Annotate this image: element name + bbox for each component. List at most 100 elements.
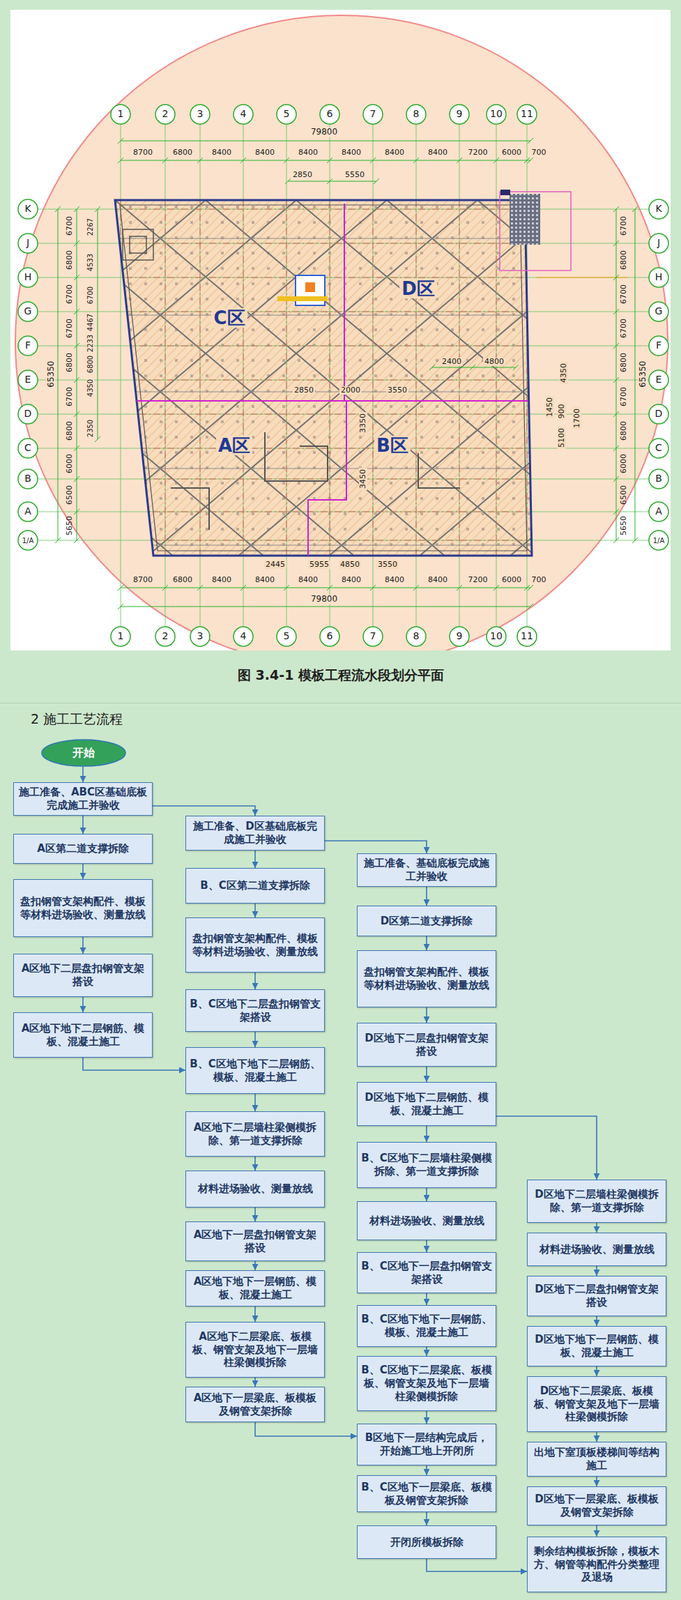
dimension-line — [370, 157, 376, 164]
axis-bubble — [449, 104, 470, 125]
plan-graphic — [119, 204, 527, 551]
axis-number: E — [655, 374, 663, 385]
axis-line — [37, 414, 649, 415]
process-box: B、C区地下地下一层钢筋、模板、混凝土施工 — [356, 1304, 497, 1347]
dimension-text: 6800 — [172, 148, 193, 157]
process-box: B、C区地下二层墙柱梁侧模拆除、第一道支撑拆除 — [356, 1141, 497, 1188]
axis-line — [37, 478, 649, 480]
dimension-total: 65350 — [46, 359, 56, 389]
process-box: A区地下地下二层钢筋、模板、混凝土施工 — [13, 1012, 153, 1058]
box-text: D区地下二层盘扣钢管支架搭设 — [361, 1031, 493, 1059]
axis-bubble — [648, 267, 669, 288]
dimension-text: 700 — [531, 148, 547, 157]
dimension-text: 2350 — [86, 417, 95, 438]
box-text: A区第二道支撑拆除 — [36, 842, 129, 856]
process-box: D区地下二层梁底、板模板、钢管支架及地下一层墙柱梁侧模拆除 — [526, 1375, 667, 1432]
flow-arrow — [254, 1207, 256, 1222]
flow-arrow — [82, 766, 84, 783]
dimension-text: 8400 — [341, 148, 362, 157]
dimension-text: 700 — [531, 575, 547, 585]
dimension-line — [613, 537, 619, 543]
axis-bubble — [276, 104, 297, 125]
process-box: 材料进场验收、测量放线 — [526, 1232, 667, 1266]
axis-number: H — [655, 271, 663, 283]
box-text: D区第二道支撑拆除 — [380, 914, 473, 928]
dimension-text: 5955 — [308, 560, 331, 569]
axis-bubble — [486, 104, 507, 125]
plan-graphic — [55, 138, 638, 610]
dimension-line — [73, 537, 80, 543]
axis-number: 2 — [162, 630, 169, 642]
axis-bubble — [363, 104, 383, 125]
dimension-text: 2850 — [292, 170, 313, 180]
dimension-line — [283, 584, 290, 591]
axis-bubble — [449, 626, 470, 647]
dimension-text: 3450 — [358, 467, 368, 491]
dimension-line — [73, 240, 80, 247]
axis-number: J — [26, 237, 30, 249]
plan-graphic — [536, 276, 628, 279]
box-text: D区地下二层梁底、板模板、钢管支架及地下一层墙柱梁侧模拆除 — [531, 1384, 663, 1424]
dimension-line — [197, 584, 203, 591]
process-box: B、C区地下一层盘扣钢管支架搭设 — [356, 1251, 497, 1293]
dimension-line — [162, 157, 168, 164]
dimension-text: 6700 — [86, 284, 95, 305]
dimension-text: 4350 — [86, 377, 95, 398]
axis-line — [37, 379, 649, 381]
dimension-line — [634, 209, 636, 541]
plan-graphic — [115, 200, 532, 556]
dimension-text: 3350 — [358, 411, 368, 435]
axis-bubble — [648, 199, 669, 219]
process-box: B、C区第二道支撑拆除 — [185, 867, 325, 904]
box-text: A区地下二层梁底、板模板、钢管支架及地下一层墙柱梁侧模拆除 — [189, 1329, 321, 1369]
axis-bubble — [648, 233, 669, 254]
axis-number: G — [655, 305, 663, 317]
dimension-text: 5650 — [65, 516, 74, 537]
dimension-line — [413, 157, 419, 164]
box-text: B、C区地下二层墙柱梁侧模拆除、第一道支撑拆除 — [361, 1151, 493, 1178]
zone-label: D区 — [399, 278, 438, 300]
axis-bubble — [18, 404, 38, 424]
axis-line — [496, 200, 497, 556]
dimension-text: 5650 — [619, 516, 629, 537]
flow-arrow — [496, 1115, 597, 1180]
process-box: A区地下一层梁底、板模板及钢管支架拆除 — [185, 1386, 325, 1422]
axis-line — [243, 200, 244, 556]
flow-arrow — [425, 1292, 428, 1305]
axis-bubble — [648, 335, 669, 356]
dimension-line — [632, 537, 638, 543]
dimension-text: 8400 — [298, 575, 318, 585]
zone-label: C区 — [211, 308, 247, 329]
axis-line — [329, 200, 331, 556]
plan-graphic — [499, 191, 571, 271]
flow-arrow — [425, 1346, 428, 1356]
process-box: 材料进场验收、测量放线 — [185, 1170, 325, 1208]
process-box: D区地下地下二层钢筋、模板、混凝土施工 — [356, 1081, 497, 1126]
process-box: 盘扣钢管支架构配件、模板等材料进场验收、测量放线 — [356, 950, 497, 1008]
dimension-line — [117, 138, 124, 144]
axis-line — [111, 511, 537, 513]
dimension-line — [73, 476, 80, 482]
flow-arrow — [82, 996, 84, 1013]
dimension-line — [613, 240, 619, 247]
axis-number: D — [655, 408, 663, 419]
section-heading: 2 施工工艺流程 — [30, 710, 123, 728]
dimension-line — [283, 157, 290, 164]
flow-arrow — [425, 886, 428, 906]
dimension-line — [117, 603, 124, 610]
dimension-text: 2400 — [440, 357, 463, 366]
axis-bubble — [648, 469, 669, 489]
terminal-ellipse — [41, 739, 126, 767]
flow-arrow — [595, 1222, 598, 1233]
axis-number: F — [655, 340, 662, 351]
axis-line — [111, 243, 537, 244]
axis-bubble — [18, 530, 38, 550]
axis-line — [37, 209, 649, 210]
box-text: A区地下地下二层钢筋、模板、混凝土施工 — [17, 1021, 149, 1049]
axis-line — [200, 200, 201, 556]
process-box: 出地下室顶板楼梯间等结构施工 — [526, 1441, 667, 1477]
box-text: B、C区地下二层盘扣钢管支架搭设 — [189, 997, 321, 1024]
axis-line — [111, 209, 537, 210]
dimension-text: 2850 — [292, 386, 316, 395]
axis-line — [37, 345, 649, 347]
